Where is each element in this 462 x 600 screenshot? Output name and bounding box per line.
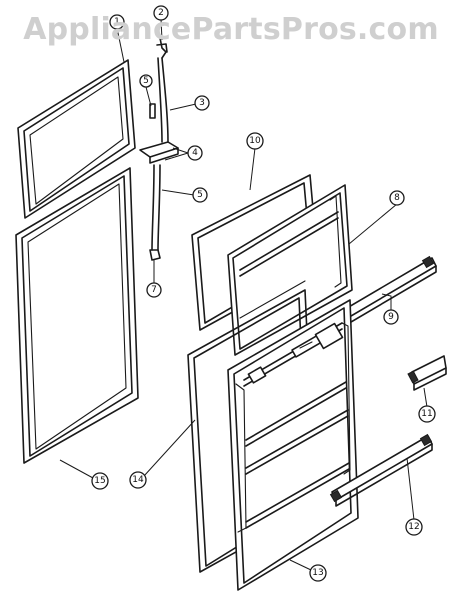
callout-label: 11 <box>421 409 432 419</box>
callout-label: 14 <box>132 475 144 485</box>
callout-4: 4 <box>187 145 203 161</box>
callout-5-upper: 5 <box>139 74 153 88</box>
callout-label: 10 <box>249 136 261 146</box>
callout-label: 5 <box>197 190 203 200</box>
callout-3: 3 <box>194 95 210 111</box>
callout-label: 5 <box>143 76 149 86</box>
freezer-inner-door <box>227 184 353 356</box>
callout-7: 7 <box>146 282 162 298</box>
callout-label: 2 <box>158 8 164 18</box>
hinge-assembly <box>139 37 179 261</box>
callout-8: 8 <box>389 190 405 206</box>
callout-label: 7 <box>151 285 157 295</box>
callout-label: 4 <box>192 148 198 158</box>
callout-1: 1 <box>109 14 125 30</box>
lower-door-gasket <box>15 167 139 464</box>
callout-label: 13 <box>312 568 323 578</box>
upper-door-gasket <box>17 59 136 219</box>
callout-9: 9 <box>383 309 399 325</box>
callout-label: 8 <box>394 193 400 203</box>
dairy-compartment-door <box>407 355 447 391</box>
callout-2: 2 <box>153 5 169 21</box>
door-shelf-bar <box>329 433 433 507</box>
callout-12: 12 <box>405 518 423 536</box>
callout-5-lower: 5 <box>192 187 208 203</box>
callout-label: 1 <box>114 17 120 27</box>
callout-label: 3 <box>199 98 205 108</box>
callout-label: 9 <box>388 312 394 322</box>
callout-15: 15 <box>91 472 109 490</box>
callout-14: 14 <box>129 471 147 489</box>
callout-13: 13 <box>309 564 327 582</box>
callout-label: 15 <box>94 476 105 486</box>
callout-11: 11 <box>418 405 436 423</box>
callout-label: 12 <box>408 522 419 532</box>
fresh-food-inner-door <box>227 299 359 591</box>
callout-10: 10 <box>246 132 264 150</box>
leader-lines <box>59 18 428 571</box>
